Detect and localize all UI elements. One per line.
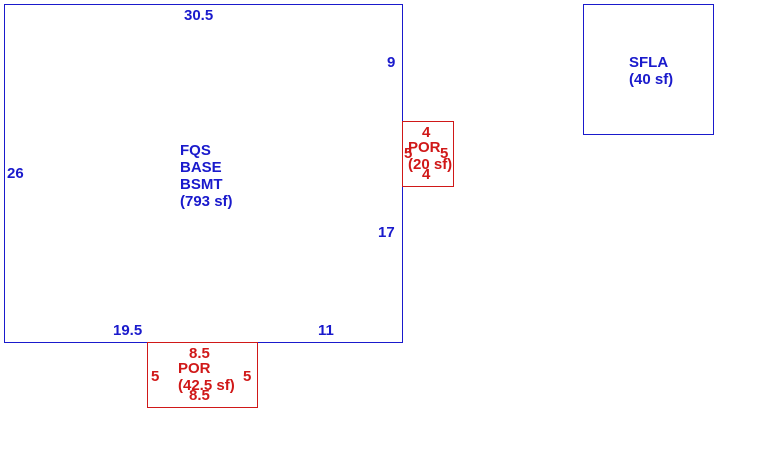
- main-area-right-upper-dimension: 9: [387, 54, 396, 71]
- main-area-label: FQS BASE BSMT (793 sf): [180, 142, 233, 210]
- main-area-label-line-1: FQS: [180, 142, 211, 159]
- sfla-area-label-line-1: SFLA: [629, 54, 669, 71]
- porch-bottom-left-dimension: 5: [151, 368, 160, 385]
- sfla-area-label: SFLA (40 sf): [629, 54, 673, 88]
- porch-right-label-line-1: POR: [408, 139, 441, 156]
- porch-bottom-label: POR (42.5 sf): [178, 360, 235, 394]
- sfla-area-label-line-2: (40 sf): [629, 71, 674, 88]
- porch-bottom-bottom-dimension: 8.5: [189, 387, 210, 404]
- main-area-bottom-left-dimension: 19.5: [113, 322, 143, 339]
- porch-right-left-dimension: 5: [404, 145, 413, 162]
- porch-bottom-right-dimension: 5: [243, 368, 252, 385]
- porch-bottom-label-line-2: (42.5 sf): [178, 377, 235, 394]
- main-area-label-line-4: (793 sf): [180, 193, 233, 210]
- main-area-left-dimension: 26: [7, 165, 24, 182]
- main-area-right-lower-dimension: 17: [378, 224, 395, 241]
- porch-right-label: POR (20 sf): [408, 139, 452, 173]
- main-area-bottom-right-dimension: 11: [318, 322, 334, 339]
- porch-right-label-line-2: (20 sf): [408, 156, 453, 173]
- porch-bottom-outline[interactable]: [147, 342, 258, 408]
- porch-right-right-dimension: 5: [440, 145, 449, 162]
- porch-bottom-label-line-1: POR: [178, 360, 211, 377]
- porch-right-top-dimension: 4: [422, 124, 431, 141]
- porch-bottom-top-dimension: 8.5: [189, 345, 210, 362]
- main-area-label-line-2: BASE: [180, 159, 222, 176]
- porch-right-bottom-dimension: 4: [422, 166, 431, 183]
- porch-right-outline[interactable]: [402, 121, 454, 187]
- main-area-top-dimension: 30.5: [184, 7, 214, 24]
- main-area-label-line-3: BSMT: [180, 176, 223, 193]
- sfla-area-outline[interactable]: [583, 4, 714, 135]
